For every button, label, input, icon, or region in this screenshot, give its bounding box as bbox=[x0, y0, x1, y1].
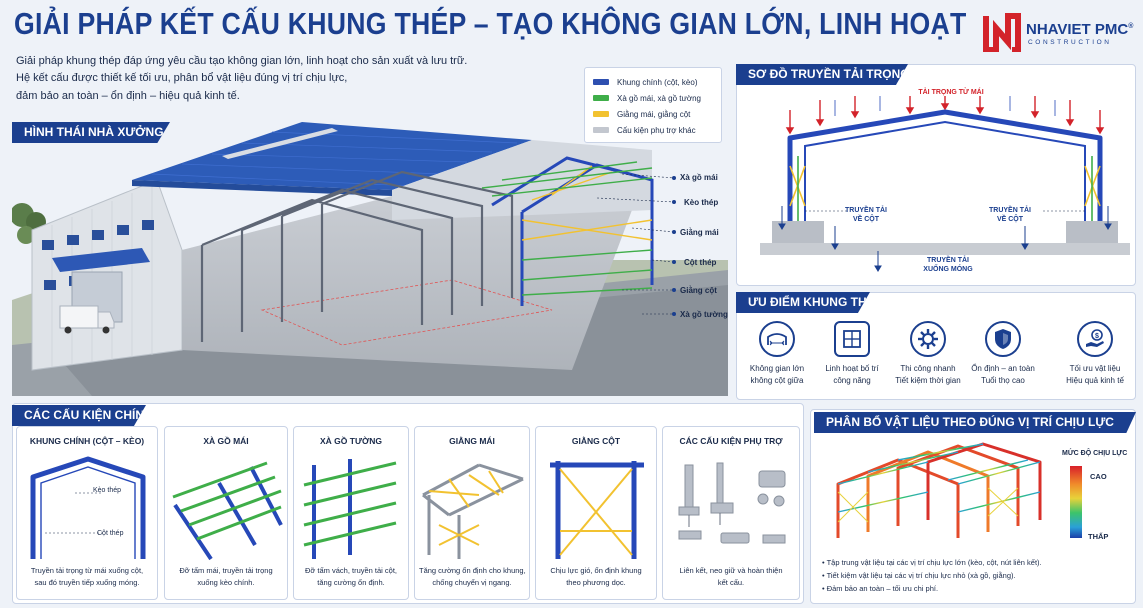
stress-high-label: CAO bbox=[1090, 472, 1107, 481]
svg-text:$: $ bbox=[1095, 333, 1099, 340]
distribution-header: PHÂN BỔ VẬT LIỆU THEO ĐÚNG VỊ TRÍ CHỊU L… bbox=[814, 412, 1136, 433]
card-title: GIẰNG CỘT bbox=[571, 436, 621, 446]
component-card-wall-purlin: XÀ GỒ TƯỜNG Đỡ tấm vách, truyền tải cột,… bbox=[293, 426, 409, 600]
legend-item: Khung chính (cột, kèo) bbox=[593, 74, 713, 90]
callout-column-bracing: Giằng cột bbox=[680, 286, 717, 295]
stress-low-label: THẤP bbox=[1088, 532, 1109, 541]
bullet-item: • Đảm bảo an toàn – tối ưu chi phí. bbox=[822, 584, 939, 593]
auxiliary-parts-svg bbox=[678, 462, 786, 544]
callout-wall-purlin: Xà gồ tường bbox=[680, 310, 728, 319]
stress-color-bar bbox=[1070, 466, 1082, 538]
advantages-header: ƯU ĐIỂM KHUNG THÉP bbox=[736, 292, 870, 313]
roof-bracing-svg bbox=[422, 463, 524, 559]
grid-icon bbox=[834, 321, 870, 357]
gear-icon bbox=[910, 321, 946, 357]
card-title: GIẰNG MÁI bbox=[449, 436, 495, 446]
component-card-roof-bracing: GIẰNG MÁI Tăng cường ổn định cho khung,c… bbox=[414, 426, 530, 600]
label-steel-truss: Kèo thép bbox=[93, 487, 122, 494]
span-icon bbox=[759, 321, 795, 357]
color-legend: Khung chính (cột, kèo) Xà gồ mái, xà gồ … bbox=[584, 67, 722, 143]
load-diagram-svg bbox=[760, 96, 1130, 272]
intro-line-2: Hệ kết cấu được thiết kế tối ưu, phân bổ… bbox=[16, 72, 348, 84]
card-desc: Đỡ tấm vách, truyền tải cột,tăng cường ổ… bbox=[304, 566, 398, 587]
logo-mark-icon bbox=[983, 13, 1021, 52]
money-icon: $ bbox=[1077, 321, 1113, 357]
components-header: CÁC CẤU KIỆN CHÍNH bbox=[12, 405, 146, 426]
wall-purlin-svg bbox=[303, 459, 397, 559]
card-title: KHUNG CHÍNH (CỘT – KÈO) bbox=[29, 436, 145, 446]
page-title: GIẢI PHÁP KẾT CẤU KHUNG THÉP – TẠO KHÔNG… bbox=[14, 6, 967, 41]
callout-roof-purlin: Xà gồ mái bbox=[680, 173, 718, 182]
intro-line-1: Giải pháp khung thép đáp ứng yêu cầu tạo… bbox=[16, 55, 468, 67]
column-bracing-svg bbox=[550, 461, 644, 559]
logo-sub: CONSTRUCTION bbox=[1028, 39, 1112, 46]
callout-steel-column: Cột thép bbox=[684, 258, 717, 267]
roof-load-label: TẢI TRỌNG TỪ MÁI bbox=[918, 89, 984, 96]
bullet-item: • Tiết kiệm vật liệu tại các vị trí chịu… bbox=[822, 571, 1016, 580]
label-steel-column: Cột thép bbox=[97, 530, 124, 537]
load-diagram-header: SƠ ĐỒ TRUYỀN TẢI TRỌNG bbox=[736, 64, 908, 85]
legend-item: Giằng mái, giằng cột bbox=[593, 106, 713, 122]
logo-name: NHAVIET PMC® bbox=[1026, 21, 1134, 38]
roof-purlin-svg bbox=[172, 461, 283, 561]
distribution-bullets: • Tập trung vật liệu tại các vị trí chịu… bbox=[822, 556, 1042, 595]
card-desc: Truyền tải trọng từ mái xuống cột,sau đó… bbox=[30, 566, 144, 587]
card-title: XÀ GỒ TƯỜNG bbox=[320, 436, 382, 446]
stress-model-svg bbox=[836, 442, 1042, 538]
main-frame-svg bbox=[30, 456, 146, 559]
callout-steel-truss: Kèo thép bbox=[684, 198, 719, 207]
morphology-header: HÌNH THÁI NHÀ XƯỞNG bbox=[12, 122, 170, 143]
warehouse-illustration bbox=[12, 122, 728, 396]
intro-line-3: đảm bảo an toàn – ổn định – hiệu quả kin… bbox=[16, 90, 240, 102]
component-card-main-frame: KHUNG CHÍNH (CỘT – KÈO) Kèo thép Cột thé… bbox=[16, 426, 158, 600]
stress-scale-title: MỨC ĐỘ CHỊU LỰC bbox=[1062, 450, 1128, 457]
bullet-item: • Tập trung vật liệu tại các vị trí chịu… bbox=[822, 558, 1042, 567]
callout-roof-bracing: Giằng mái bbox=[680, 228, 719, 237]
shield-icon bbox=[985, 321, 1021, 357]
card-title: XÀ GỒ MÁI bbox=[203, 436, 249, 446]
card-desc: Tăng cường ổn định cho khung,chống chuyể… bbox=[419, 566, 526, 587]
component-card-auxiliary: CÁC CẤU KIỆN PHỤ TRỢ Liên kết, neo giữ v… bbox=[662, 426, 800, 600]
legend-item: Xà gồ mái, xà gồ tường bbox=[593, 90, 713, 106]
company-logo: NHAVIET PMC® CONSTRUCTION bbox=[982, 10, 1134, 54]
legend-item: Cấu kiện phụ trợ khác bbox=[593, 122, 713, 138]
card-title: CÁC CẤU KIỆN PHỤ TRỢ bbox=[679, 436, 783, 446]
